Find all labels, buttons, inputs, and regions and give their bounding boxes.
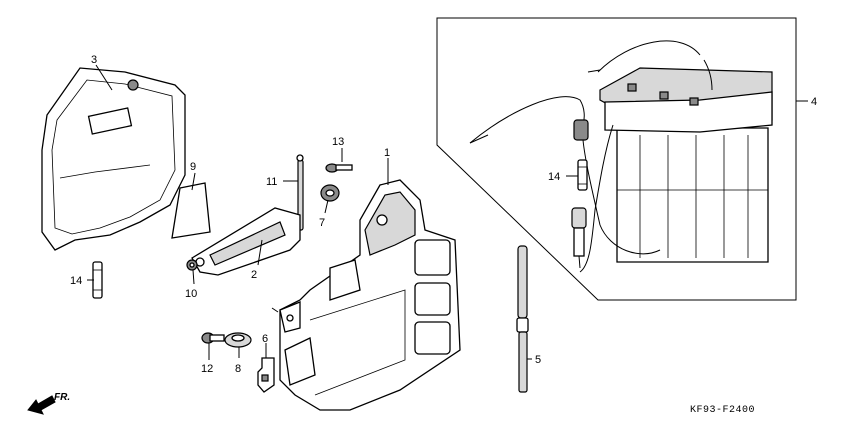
callout-1: 1 (384, 147, 390, 159)
nut-10 (186, 259, 198, 271)
battery-cover (41, 67, 186, 251)
callout-8: 8 (235, 363, 241, 375)
callout-2: 2 (251, 269, 257, 281)
breather-tube (516, 245, 529, 393)
caution-label (171, 182, 211, 239)
drawing-code: KF93-F2400 (690, 405, 755, 416)
callout-12: 12 (201, 363, 213, 375)
rubber-cap-8 (224, 332, 252, 348)
fuse-left (92, 261, 103, 299)
front-direction-label: FR. (54, 392, 70, 403)
battery (599, 67, 773, 263)
grommet-7 (320, 184, 340, 202)
callout-9: 9 (190, 161, 196, 173)
stay-bracket (191, 207, 301, 276)
battery-cables (469, 40, 713, 273)
callout-14-left: 14 (70, 275, 82, 287)
callout-5: 5 (535, 354, 541, 366)
bolt-13 (325, 163, 353, 173)
bolt-12 (201, 332, 225, 344)
callout-7: 7 (319, 217, 325, 229)
leader-lines (87, 64, 578, 360)
callout-13: 13 (332, 136, 344, 148)
callout-11: 11 (266, 176, 277, 188)
callout-10: 10 (185, 288, 197, 300)
fuse-holder (571, 207, 587, 269)
clip-6 (257, 357, 275, 393)
battery-box (271, 179, 461, 411)
callout-3: 3 (91, 54, 97, 66)
fuse-battery-group (577, 159, 588, 191)
battery-group-outline (436, 17, 797, 301)
callout-14-battery: 14 (548, 171, 560, 183)
callout-6: 6 (262, 333, 268, 345)
front-direction-arrow (27, 395, 56, 415)
callout-4: 4 (811, 96, 817, 108)
